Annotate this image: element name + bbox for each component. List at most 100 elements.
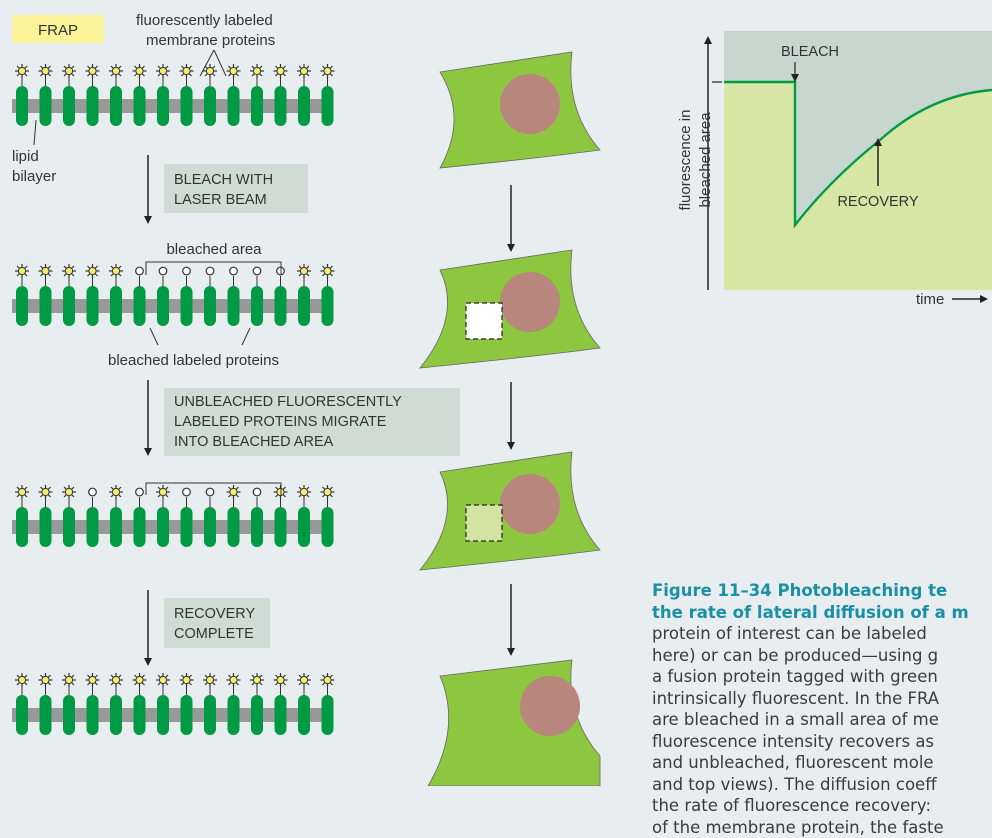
- fluorophore-star-icon: [297, 485, 311, 499]
- membrane-protein: [110, 507, 122, 547]
- fluorophore-star-icon: [321, 64, 335, 78]
- fluorophore-star-icon: [156, 64, 170, 78]
- fluor-label-line1: fluorescently labeled: [136, 12, 273, 29]
- nucleus: [500, 474, 560, 534]
- membrane-protein: [181, 507, 193, 547]
- bleached-ring-icon: [183, 488, 191, 496]
- fluorophore-star-icon: [39, 673, 53, 687]
- membrane-protein: [87, 507, 99, 547]
- membrane-protein: [251, 286, 263, 326]
- membrane-protein: [275, 507, 287, 547]
- fluorophore-star-icon: [109, 485, 123, 499]
- membrane-protein: [275, 695, 287, 735]
- caption-line: and top views). The diffusion coeff: [652, 774, 992, 796]
- bleached-ring-icon: [253, 488, 261, 496]
- step-migrate-line3: INTO BLEACHED AREA: [174, 434, 334, 450]
- caption-line: a fusion protein tagged with green: [652, 666, 992, 688]
- membrane-protein: [110, 695, 122, 735]
- cell-recovering: [420, 452, 600, 570]
- membrane-protein: [40, 86, 52, 126]
- membrane-row-migrating: [12, 485, 335, 547]
- step-recovery-line1: RECOVERY: [174, 606, 255, 622]
- graph-recovery-label: RECOVERY: [837, 194, 918, 210]
- fluorophore-star-icon: [62, 485, 76, 499]
- membrane-protein: [63, 507, 75, 547]
- step-recovery-line2: COMPLETE: [174, 626, 254, 642]
- step-migrate-line2: LABELED PROTEINS MIGRATE: [174, 414, 387, 430]
- nucleus: [500, 272, 560, 332]
- membrane-protein: [157, 86, 169, 126]
- bleached-ring-icon: [206, 267, 214, 275]
- membrane-protein: [204, 507, 216, 547]
- membrane-protein: [251, 507, 263, 547]
- bleached-spot: [466, 303, 502, 339]
- membrane-protein: [16, 286, 28, 326]
- fluorophore-star-icon: [321, 673, 335, 687]
- figure-caption: Figure 11–34 Photobleaching te the rate …: [652, 580, 992, 838]
- membrane-protein: [110, 86, 122, 126]
- membrane-protein: [204, 286, 216, 326]
- fluorophore-star-icon: [15, 64, 29, 78]
- membrane-protein: [63, 86, 75, 126]
- fluorophore-star-icon: [39, 485, 53, 499]
- membrane-protein: [251, 695, 263, 735]
- membrane-protein: [87, 86, 99, 126]
- membrane-protein: [298, 86, 310, 126]
- fluorophore-star-icon: [250, 673, 264, 687]
- membrane-protein: [16, 507, 28, 547]
- membrane-protein: [157, 507, 169, 547]
- bleached-ring-icon: [183, 267, 191, 275]
- fluorophore-star-icon: [39, 64, 53, 78]
- membrane-protein: [40, 286, 52, 326]
- caption-line: fluorescence intensity recovers as: [652, 731, 992, 753]
- frap-label: FRAP: [38, 22, 78, 39]
- membrane-protein: [87, 286, 99, 326]
- step-bleach-line2: LASER BEAM: [174, 192, 267, 208]
- bleached-pointer-2: [242, 328, 250, 345]
- membrane-protein: [322, 86, 334, 126]
- fluor-pointer-2: [214, 50, 226, 76]
- fluorophore-star-icon: [15, 673, 29, 687]
- caption-line: of the membrane protein, the faste: [652, 817, 992, 838]
- recovering-spot: [466, 505, 502, 541]
- fluorophore-star-icon: [274, 64, 288, 78]
- lipid-label-line2: bilayer: [12, 168, 56, 185]
- fluorophore-star-icon: [321, 485, 335, 499]
- fluor-label-line2: membrane proteins: [146, 32, 275, 49]
- fluorophore-star-icon: [180, 64, 194, 78]
- caption-title-line2: the rate of lateral diffusion of a m: [652, 602, 992, 624]
- recovery-graph: BLEACH RECOVERY fluorescence in bleached…: [677, 31, 992, 308]
- membrane-row-recovered: [12, 673, 335, 735]
- bleached-ring-icon: [136, 267, 144, 275]
- caption-line: and unbleached, fluorescent mole: [652, 752, 992, 774]
- lipid-pointer: [34, 120, 36, 145]
- membrane-protein: [228, 695, 240, 735]
- graph-ylabel-line1: fluorescence in: [677, 110, 694, 211]
- fluorophore-star-icon: [39, 264, 53, 278]
- cell-initial: [440, 52, 600, 168]
- fluorophore-star-icon: [62, 673, 76, 687]
- step-bleach-line1: BLEACH WITH: [174, 172, 273, 188]
- bleached-ring-icon: [159, 267, 167, 275]
- bleached-ring-icon: [230, 267, 238, 275]
- fluorophore-star-icon: [227, 673, 241, 687]
- fluorophore-star-icon: [250, 64, 264, 78]
- membrane-protein: [40, 507, 52, 547]
- membrane-protein: [228, 507, 240, 547]
- fluorophore-star-icon: [109, 64, 123, 78]
- bleached-ring-icon: [89, 488, 97, 496]
- graph-xlabel: time: [916, 291, 944, 308]
- membrane-protein: [157, 695, 169, 735]
- fluorophore-star-icon: [180, 673, 194, 687]
- fluorophore-star-icon: [227, 485, 241, 499]
- step-migrate-line1: UNBLEACHED FLUORESCENTLY: [174, 394, 402, 410]
- fluorophore-star-icon: [297, 264, 311, 278]
- fluorophore-star-icon: [203, 673, 217, 687]
- membrane-protein: [322, 507, 334, 547]
- membrane-protein: [63, 695, 75, 735]
- membrane-protein: [181, 695, 193, 735]
- membrane-protein: [298, 695, 310, 735]
- bleached-pointer-1: [150, 328, 158, 345]
- fluorophore-star-icon: [15, 264, 29, 278]
- fluorophore-star-icon: [15, 485, 29, 499]
